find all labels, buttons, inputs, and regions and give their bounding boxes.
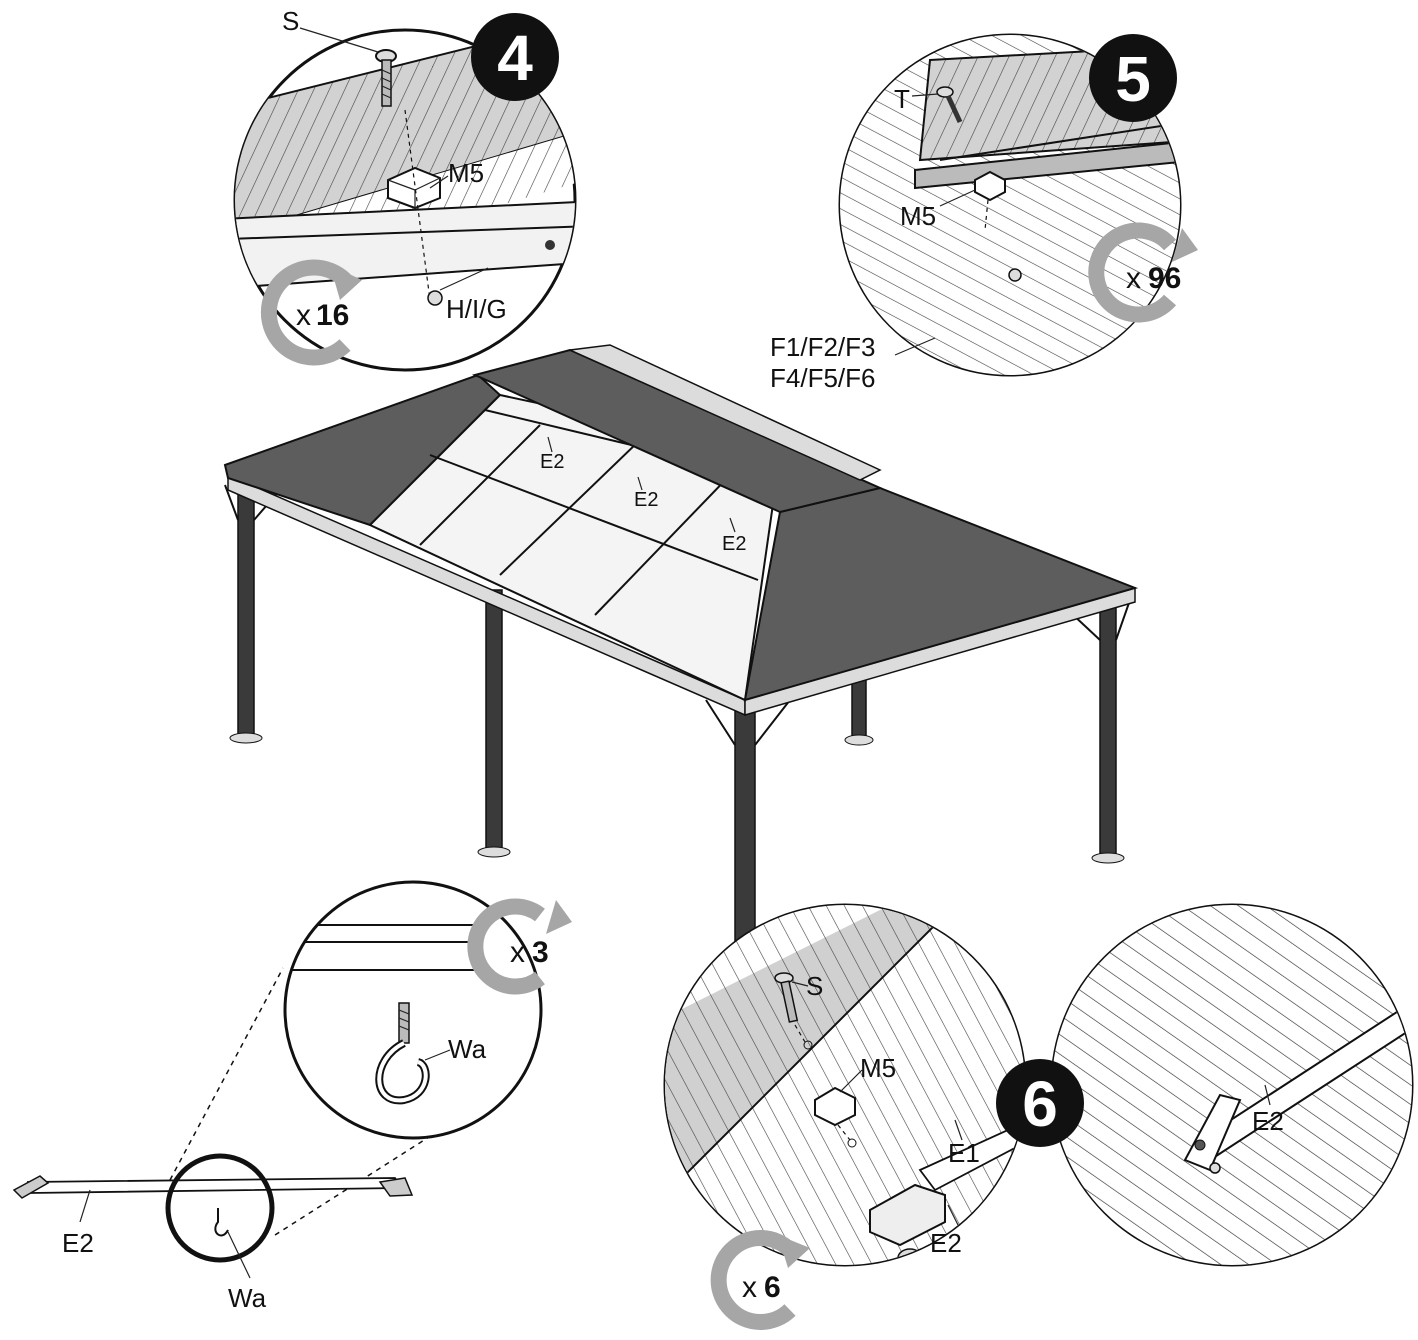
step-6-label-bolt: S bbox=[806, 971, 823, 1001]
bar-label-3: E2 bbox=[722, 533, 746, 555]
step-4-label-bracket: M5 bbox=[448, 158, 484, 188]
step-5-label-panels-1: F1/F2/F3 bbox=[770, 332, 875, 362]
gazebo bbox=[223, 344, 1139, 973]
step-5-mult-n: 96 bbox=[1148, 262, 1181, 295]
bar-label-1: E2 bbox=[540, 451, 564, 473]
post-front bbox=[734, 704, 756, 968]
step-5-mult-x: x bbox=[1126, 262, 1141, 295]
hook-label-small: Wa bbox=[228, 1283, 267, 1313]
step-4-label-beam: H/I/G bbox=[446, 294, 507, 324]
step-4-mult-n: 16 bbox=[316, 299, 349, 332]
rotate-arrow-icon bbox=[710, 1230, 796, 1330]
post-back-left bbox=[237, 479, 255, 739]
rotate-arrow-icon bbox=[260, 259, 351, 366]
hook-mult-n: 3 bbox=[532, 936, 549, 969]
step-4-label-bolt: S bbox=[282, 6, 299, 36]
roof-front-panel bbox=[743, 486, 1139, 702]
step-6-label-bar-left: E2 bbox=[930, 1228, 962, 1258]
hook-label-detail: Wa bbox=[448, 1034, 487, 1064]
step-5-label-screw: T bbox=[894, 84, 910, 114]
step-6-label-rail: E1 bbox=[948, 1138, 980, 1168]
post-back-mid bbox=[485, 589, 503, 853]
rotate-arrow-icon bbox=[467, 898, 545, 995]
hook-label-bar: E2 bbox=[62, 1228, 94, 1258]
roof-top-panel bbox=[472, 348, 884, 514]
post-rear-right bbox=[851, 679, 867, 741]
step-5-detail: 5 T M5 F1/F2/F3 F4/F5/F6 x 96 bbox=[770, 33, 1198, 393]
step-4-number: 4 bbox=[497, 22, 533, 94]
step-6-label-bracket: M5 bbox=[860, 1053, 896, 1083]
hook-mult-x: x bbox=[510, 936, 525, 969]
roof-ridge bbox=[567, 344, 882, 481]
gazebo-bar-labels: E2 E2 E2 bbox=[540, 436, 746, 555]
step-6-label-bar-right: E2 bbox=[1252, 1106, 1284, 1136]
bar-label-2: E2 bbox=[634, 489, 658, 511]
step-4-mult-x: x bbox=[296, 299, 311, 332]
step-6-mult-n: 6 bbox=[764, 1271, 781, 1304]
step-6-number: 6 bbox=[1022, 1068, 1058, 1140]
step-6-mult-x: x bbox=[742, 1271, 757, 1304]
hook-detail: Wa x 3 E2 Wa bbox=[12, 880, 572, 1313]
rotate-arrow-icon bbox=[1088, 222, 1177, 323]
step-4-detail: 4 S M5 H/I/G x 16 bbox=[233, 6, 577, 372]
post-right bbox=[1099, 599, 1117, 859]
step-5-label-bracket: M5 bbox=[900, 201, 936, 231]
step-5-label-panels-2: F4/F5/F6 bbox=[770, 363, 875, 393]
step-6-detail: 6 S M5 E1 E2 E2 x 6 bbox=[663, 903, 1414, 1330]
step-5-number: 5 bbox=[1115, 43, 1151, 115]
